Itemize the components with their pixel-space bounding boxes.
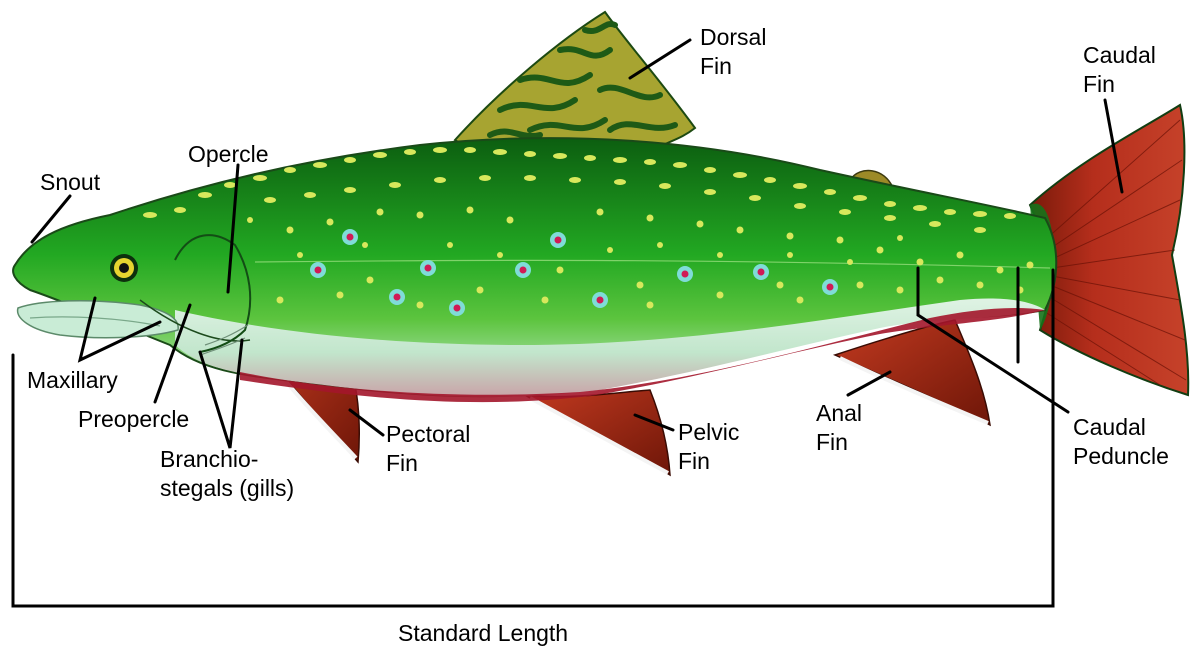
label-anal-fin: Anal Fin [816, 400, 868, 455]
label-standard-length: Standard Length [398, 620, 568, 646]
label-pelvic-fin: Pelvic Fin [678, 419, 746, 474]
label-caudal-fin: Caudal Fin [1083, 42, 1162, 97]
leader-anal-fin [848, 372, 890, 395]
pelvic-fin-shape [525, 390, 670, 475]
label-snout: Snout [40, 169, 101, 195]
label-branchiostegals: Branchio- stegals (gills) [160, 446, 294, 501]
label-pectoral-fin: Pectoral Fin [386, 421, 477, 476]
label-preopercle: Preopercle [78, 406, 189, 432]
dorsal-fin-shape [455, 12, 695, 150]
label-maxillary: Maxillary [27, 367, 118, 393]
label-opercle: Opercle [188, 141, 269, 167]
label-dorsal-fin: Dorsal Fin [700, 24, 773, 79]
label-caudal-peduncle: Caudal Peduncle [1073, 414, 1169, 469]
